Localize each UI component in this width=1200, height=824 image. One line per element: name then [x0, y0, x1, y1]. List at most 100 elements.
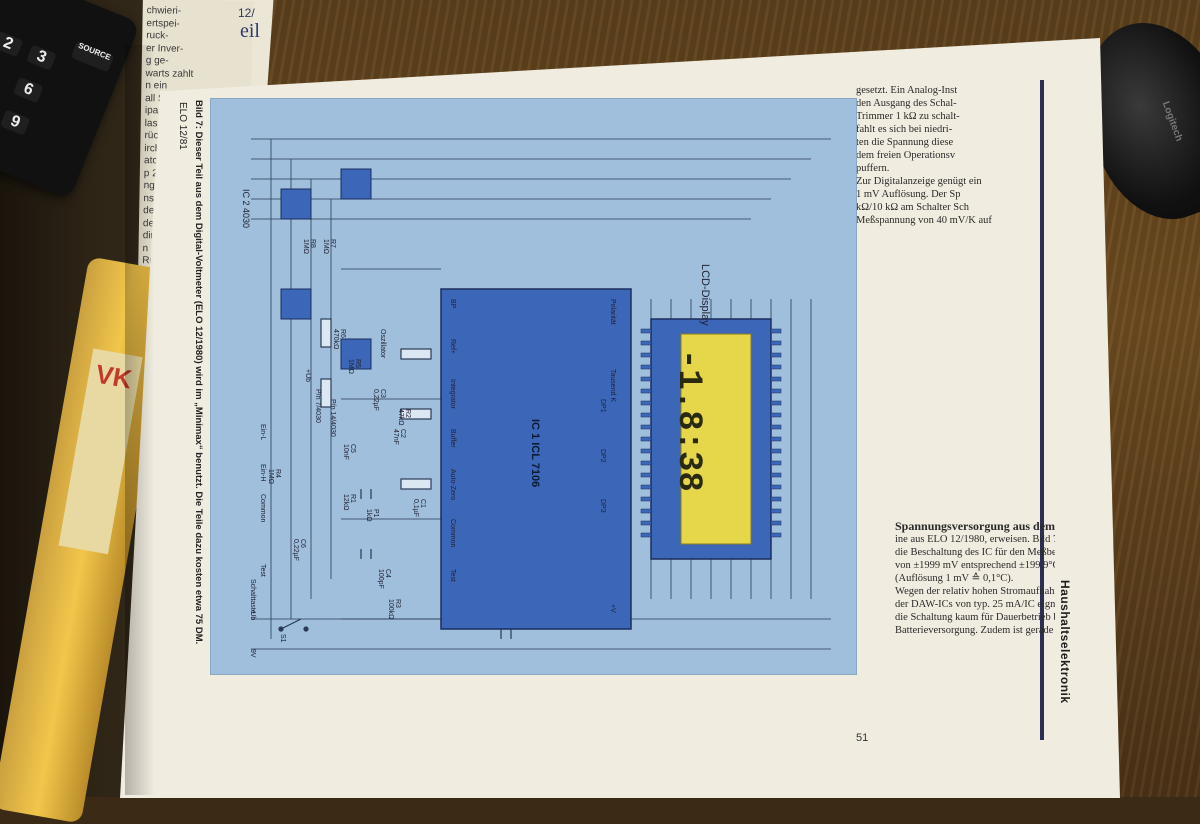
component-r1-value: 12kΩ	[342, 494, 349, 511]
ic2-gate	[340, 338, 372, 370]
article-line: Meßspannung von 40 mV/K auf	[856, 215, 992, 226]
ic2-gate	[340, 168, 372, 200]
component-c5-value: 10nF	[342, 444, 349, 460]
remote-source-label: SOURCE	[70, 40, 115, 73]
component-c1-value: 0,1µF	[412, 499, 419, 518]
previous-page-title: eil	[240, 20, 260, 42]
component-c4-name: C4	[384, 569, 391, 578]
dp3-label: DP3	[599, 499, 606, 513]
page-number: 51	[856, 732, 869, 744]
article-line: gesetzt. Ein Analog-Inst	[856, 85, 958, 96]
article-line: Trimmer 1 kΩ zu schalt-	[856, 111, 960, 122]
lcd-reading: -1.8:38	[669, 349, 707, 492]
battery-label: 9V	[249, 649, 256, 658]
ic1-pin-bp: BP	[449, 299, 456, 309]
article-line: der DAW-ICs von typ. 25 mA/IC eignet sic…	[895, 599, 1055, 610]
component-r3-name: R3	[394, 599, 401, 608]
component-c2-name: C2	[399, 429, 406, 438]
component-r5-name: R5	[354, 359, 361, 368]
component-c6-value: 0,22µF	[292, 539, 299, 561]
ic-ref-14: P/n 14/4030	[329, 399, 336, 437]
article-line: kΩ/10 kΩ am Schalter Sch	[856, 202, 970, 213]
component-r7-name: R7	[329, 239, 336, 248]
article-line: die Schaltung kaum für Dauerbetrieb bei	[895, 612, 1055, 623]
page-footer-text: ELO 12/81	[177, 102, 188, 150]
component-r5-value: 1MΩ	[347, 359, 354, 374]
ic2-label: IC 2 4030	[241, 189, 251, 229]
net-label-ein-h: Ein-H	[259, 464, 266, 482]
component-r4-value: 1MΩ	[267, 469, 274, 484]
article-line: ine aus ELO 12/1980, erweisen. Bild 7 ze…	[895, 534, 1055, 545]
remote-key: 2	[0, 30, 24, 58]
ic1-pin-common: Common	[449, 519, 456, 548]
previous-page-line: chwieri-	[146, 5, 182, 17]
component-r3-value: 100kΩ	[387, 599, 394, 620]
article-text-bottom: Spannungsversorgung aus dem Lichtnetz is…	[895, 520, 1055, 720]
component-c2-value: 47nF	[392, 429, 399, 445]
net-label-ein-l: Ein-L	[259, 424, 266, 441]
ic2-gate	[280, 188, 312, 220]
ic1-pin-vplus: +V	[609, 604, 616, 613]
figure-caption: Bild 7: Dieser Teil aus dem Digital-Volt…	[180, 100, 206, 670]
component-r7-value: 1MΩ	[322, 239, 329, 254]
remote-key: 9	[0, 109, 31, 136]
article-line: Batterieversorgung. Zudem ist gerade der	[895, 625, 1055, 636]
net-label-schalttaste: Schalttaste	[249, 579, 256, 614]
article-line: fahlt es sich bei niedri-	[856, 124, 953, 135]
component-c3-value: 0,22µF	[372, 389, 379, 411]
article-line: 1 mV Auflösung. Der Sp	[856, 189, 961, 200]
article-line: die Beschaltung des IC für den Meßbereic…	[895, 547, 1055, 558]
article-line: dem freien Operationsv	[856, 150, 956, 161]
mouse-brand: Logitech	[1159, 100, 1185, 143]
ic1-pin-test: Test	[449, 569, 456, 582]
component-r8-value: 1MΩ	[302, 239, 309, 254]
ic1-pin-buffer: Buffer	[449, 429, 456, 448]
ic2-gate	[280, 288, 312, 320]
previous-page-number: 12/	[238, 6, 255, 20]
component-r2-value: 47kΩ	[397, 409, 404, 426]
previous-page-line: g ge-	[145, 55, 169, 67]
article-line: ten die Spannung diese	[856, 137, 954, 148]
component-r6-value: 470kΩ	[332, 329, 339, 350]
net-label-plus-ub: +Ub	[304, 369, 311, 383]
article-subheading: Spannungsversorgung aus dem Lichtnetz is…	[895, 520, 1055, 533]
net-label-test: Test	[259, 564, 266, 577]
component-r1-name: R1	[349, 494, 356, 503]
ic1-pin-integrator: Integrator	[449, 379, 456, 409]
article-line: Zur Digitalanzeige genügt ein	[856, 176, 982, 187]
article-line: Wegen der relativ hohen Stromaufnahme	[895, 586, 1055, 597]
ic2-gates	[280, 168, 372, 370]
section-rule	[1040, 80, 1044, 740]
ic1-pin-auto-zero: Auto-Zero	[449, 469, 456, 501]
component-c4-value: 100pF	[377, 569, 384, 589]
ic1-pin-thousand: Tausend K	[609, 369, 616, 403]
lcd-glass	[680, 333, 752, 545]
schematic-svg	[251, 138, 831, 650]
lcd-label: LCD-Display	[699, 264, 711, 326]
component-r2-name: R2	[404, 409, 411, 418]
article-line: den Ausgang des Schal-	[856, 98, 957, 109]
component-c6-name: C6	[299, 539, 306, 548]
ic1-icl7106	[440, 288, 632, 630]
page-footer: ELO 12/81	[176, 102, 190, 162]
remote-key: 3	[25, 44, 57, 71]
previous-page-line: ruck-	[146, 30, 169, 42]
lcd-pins	[640, 328, 782, 538]
component-c3-name: C3	[379, 389, 386, 398]
ic1-pin-ref-plus: Ref+	[449, 339, 456, 354]
ic1-label: IC 1 ICL 7106	[529, 419, 541, 488]
component-p1-name: P1	[372, 509, 379, 518]
component-c1-name: C1	[419, 499, 426, 508]
component-c5-name: C5	[349, 444, 356, 453]
switch-label: S1	[279, 634, 286, 643]
component-p1-value: 1kΩ	[365, 509, 372, 522]
article-line: von ±1999 mV entsprechend ±199,9°C	[895, 560, 1055, 571]
component-r6-name: R6	[339, 329, 346, 338]
ic-ref-7: P/n 7/4030	[314, 389, 321, 423]
page-fold-shadow	[125, 45, 155, 795]
power-switch	[278, 618, 309, 632]
component-r8-name: R8	[309, 239, 316, 248]
section-heading-text: Haushaltselektronik	[1058, 580, 1072, 704]
component-r4-name: R4	[274, 469, 281, 478]
article-text-top: gesetzt. Ein Analog-Inst den Ausgang des …	[856, 84, 1056, 262]
